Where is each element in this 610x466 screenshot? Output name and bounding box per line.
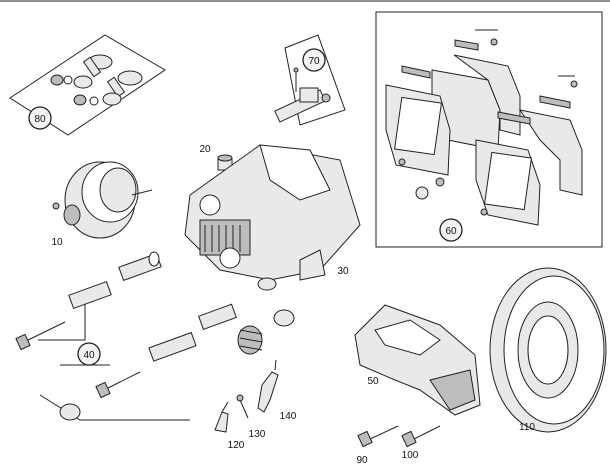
- part-140-sensor-bracket: 140: [257, 359, 297, 422]
- part-70-bracket-kit: 70: [274, 34, 346, 126]
- callout-110: 110: [519, 422, 535, 433]
- callout-circle-70: [302, 48, 326, 72]
- part-120-wear-sensor: 120: [214, 401, 245, 451]
- part-100-bolt: 100: [401, 425, 441, 461]
- part-20-cap: 20: [199, 144, 233, 171]
- part-60-brake-pad-set: 60: [375, 11, 603, 248]
- callout-circle-40: [77, 342, 101, 366]
- callout-30: 30: [337, 266, 349, 277]
- part-130-sensor: 130: [236, 394, 266, 440]
- callout-20: 20: [199, 144, 211, 155]
- callout-circle-80: [28, 106, 52, 130]
- part-30-caliper-housing: 30: [184, 144, 361, 291]
- callout-80: 80: [34, 114, 46, 125]
- callout-130: 130: [249, 429, 266, 440]
- callout-140: 140: [280, 411, 297, 422]
- part-80-repair-kit: 80: [9, 34, 166, 136]
- part-110-brake-disc: 110: [489, 267, 607, 433]
- part-40-guide-pins: 40: [15, 251, 295, 421]
- callout-40: 40: [83, 350, 95, 361]
- part-10-brake-chamber: 10: [51, 161, 153, 248]
- part-50-anchor-bracket: 50: [354, 304, 481, 416]
- callout-10: 10: [51, 237, 63, 248]
- callout-90: 90: [356, 455, 368, 466]
- callout-circle-60: [439, 218, 463, 242]
- callout-120: 120: [228, 440, 245, 451]
- callout-60: 60: [445, 226, 457, 237]
- callout-70: 70: [308, 56, 320, 67]
- part-90-bolt: 90: [356, 425, 399, 466]
- callout-50: 50: [367, 376, 379, 387]
- callout-100: 100: [402, 450, 419, 461]
